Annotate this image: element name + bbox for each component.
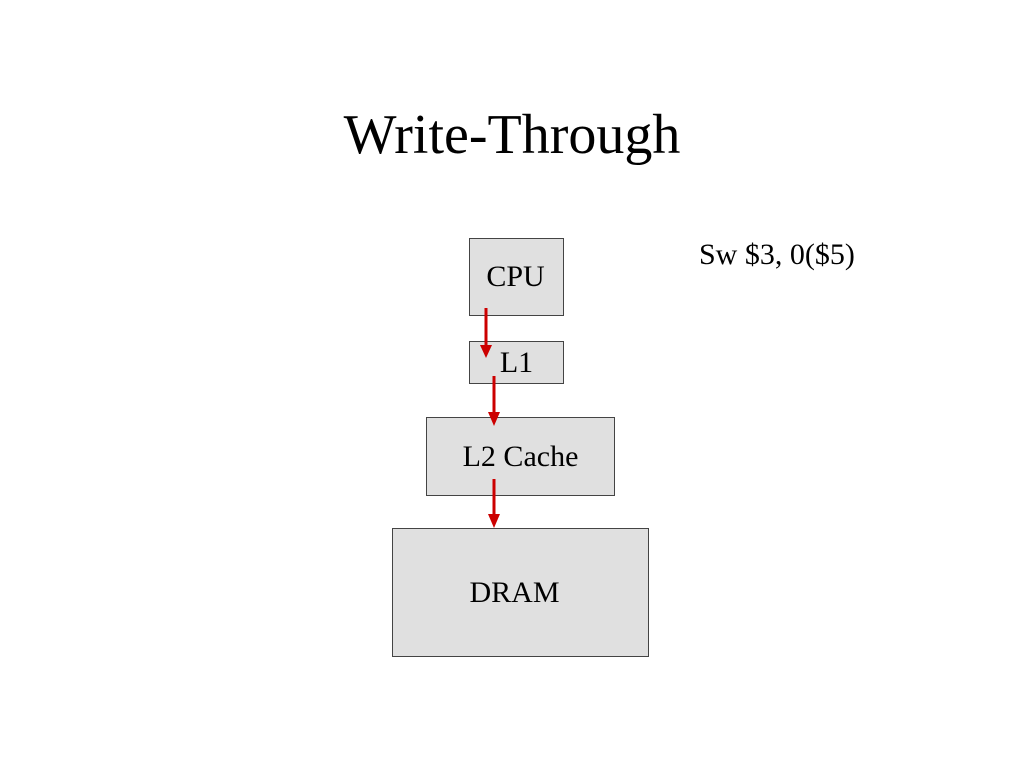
l1-cache-box: L1 — [469, 341, 564, 384]
cpu-box: CPU — [469, 238, 564, 316]
l2-label: L2 Cache — [462, 439, 579, 473]
l1-label: L1 — [499, 345, 534, 379]
slide-title: Write-Through — [343, 104, 681, 166]
dram-label: DRAM — [469, 575, 560, 609]
dram-box: DRAM — [392, 528, 649, 657]
cpu-label: CPU — [486, 260, 545, 293]
l2-cache-box: L2 Cache — [426, 417, 615, 496]
instruction-text: Sw $3, 0($5) — [699, 238, 855, 271]
